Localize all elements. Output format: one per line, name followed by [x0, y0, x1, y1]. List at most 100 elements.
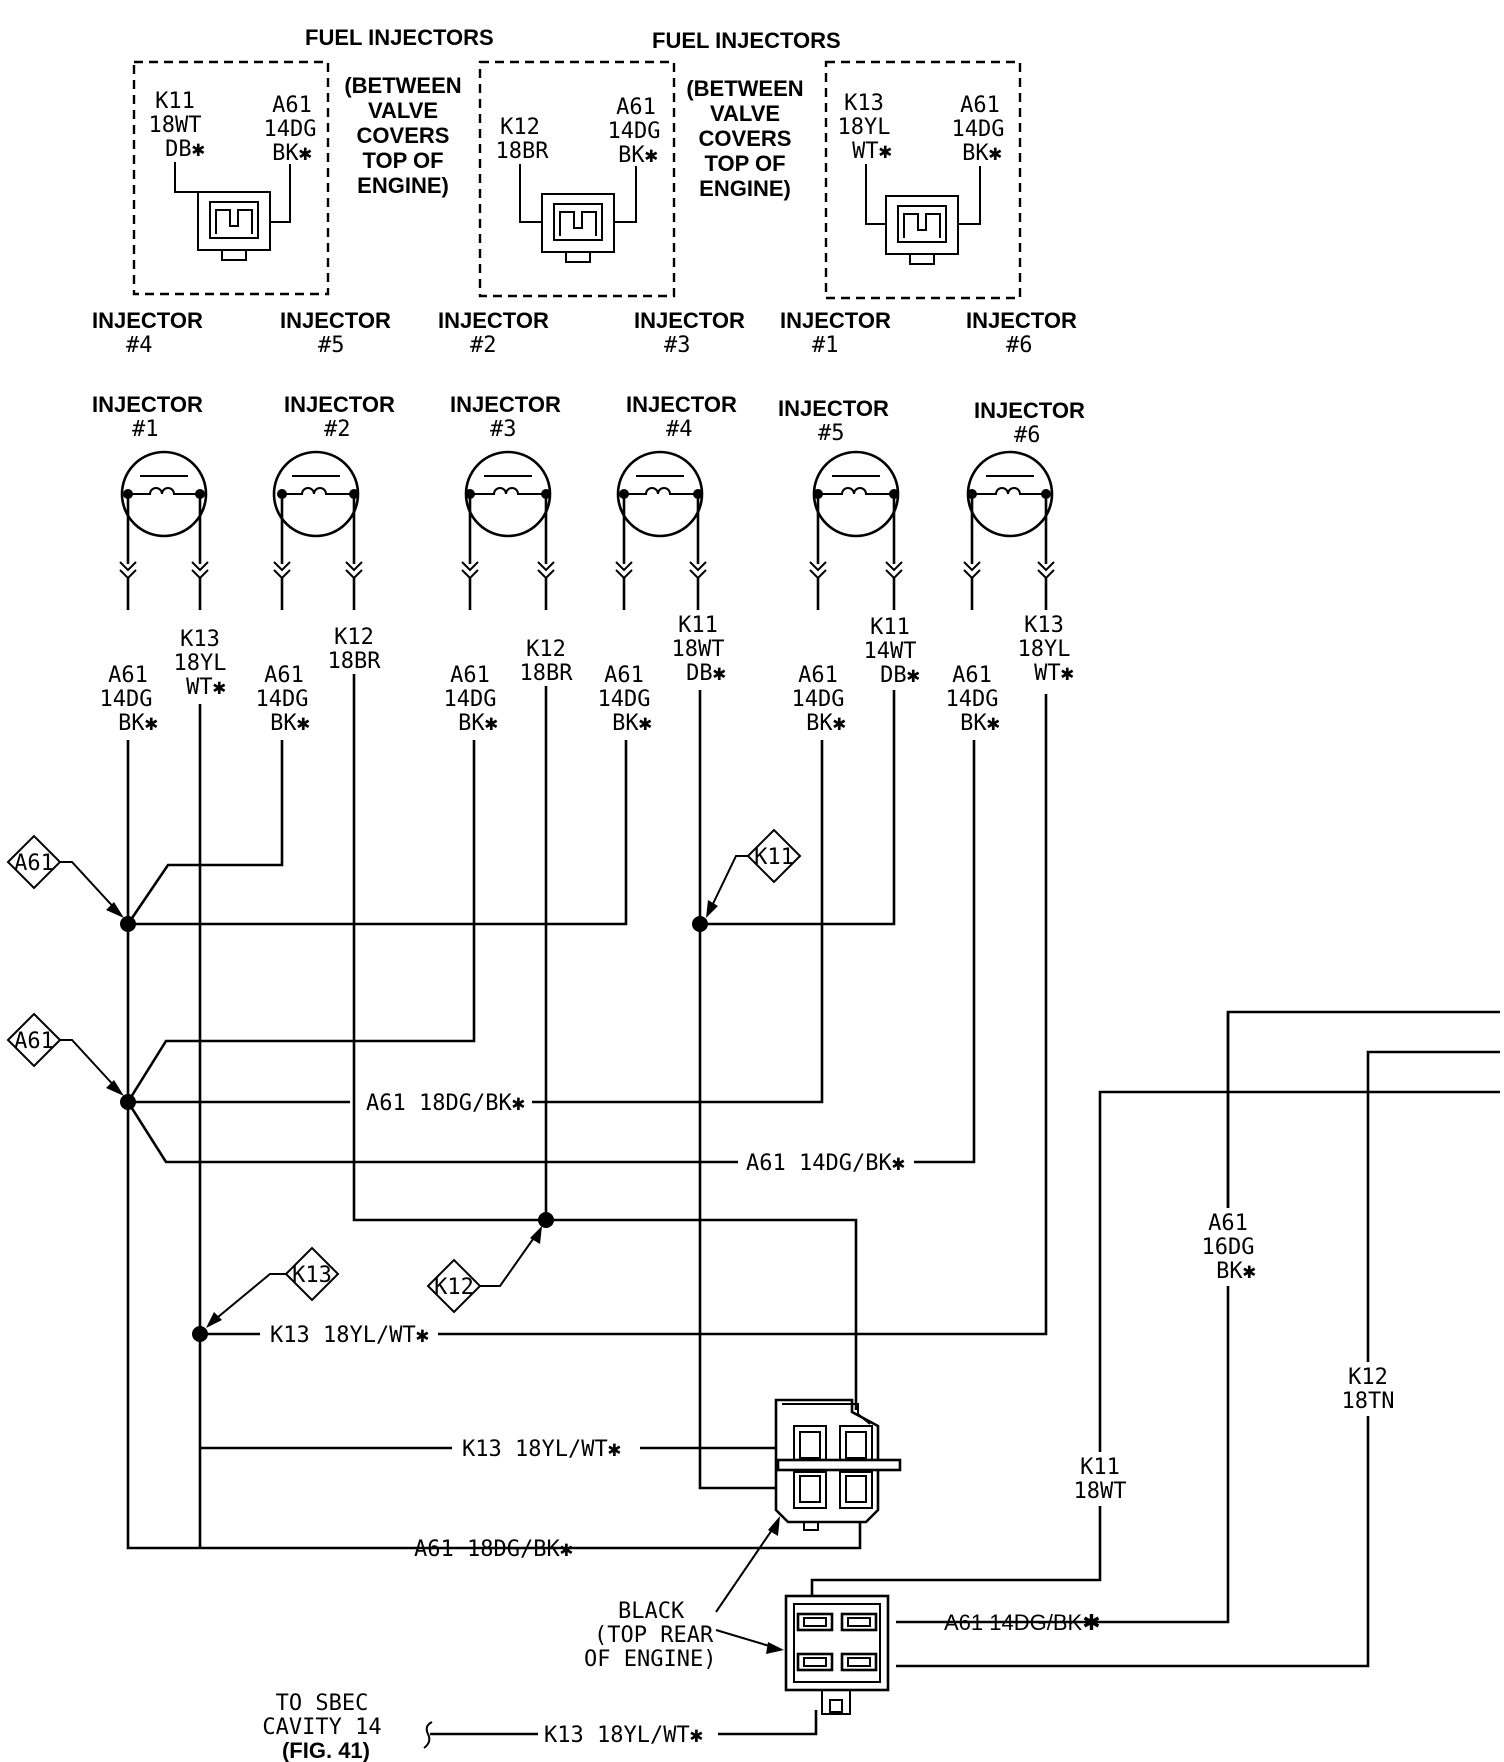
injector-2-label: INJECTOR: [284, 392, 395, 417]
a61-trunk: [126, 740, 862, 1550]
svg-text:18WT: 18WT: [672, 637, 725, 662]
svg-text:A61: A61: [616, 95, 656, 120]
svg-text:A61: A61: [952, 663, 992, 688]
svg-text:18BR: 18BR: [520, 661, 574, 686]
wire-label-a61-14dg-lower: A61 14DG/BK✱: [944, 1610, 1101, 1635]
wire-label-k13-conn: K13 18YL/WT✱: [462, 1437, 621, 1462]
svg-text:18TN: 18TN: [1342, 1389, 1395, 1414]
top-connector-3: K13 18YL WT✱ A61 14DG BK✱: [824, 60, 1022, 300]
svg-text:BK✱: BK✱: [458, 711, 498, 736]
svg-text:K13: K13: [1024, 613, 1064, 638]
svg-text:18WT: 18WT: [149, 113, 202, 138]
injector-wire-labels: A61 14DG BK✱ K13 18YL WT✱ A61 14DG BK✱ K…: [100, 613, 1074, 736]
splice-tag-a61-mid: A61: [6, 1012, 124, 1096]
svg-text:18YL: 18YL: [1018, 637, 1071, 662]
svg-text:COVERS: COVERS: [357, 123, 450, 148]
svg-text:A61: A61: [264, 663, 304, 688]
svg-text:K13: K13: [844, 91, 884, 116]
wiring: [126, 674, 1500, 1749]
svg-text:A61: A61: [14, 851, 54, 876]
svg-text:INJECTOR: INJECTOR: [438, 308, 549, 333]
injector-4-label: INJECTOR: [626, 392, 737, 417]
svg-text:K11: K11: [754, 845, 794, 870]
svg-text:TOP OF: TOP OF: [704, 151, 785, 176]
svg-text:14DG: 14DG: [946, 687, 999, 712]
top-connector-1: K11 18WT DB✱ A61 14DG BK✱: [132, 60, 330, 296]
svg-text:14DG: 14DG: [100, 687, 153, 712]
injector-6-label: INJECTOR: [974, 398, 1085, 423]
injector-6-number: #6: [1014, 423, 1041, 448]
svg-text:K13: K13: [292, 1263, 332, 1288]
svg-text:18YL: 18YL: [174, 651, 227, 676]
svg-text:K11: K11: [870, 615, 910, 640]
svg-text:INJECTOR: INJECTOR: [780, 308, 891, 333]
svg-text:18WT: 18WT: [1074, 1479, 1127, 1504]
svg-text:BK✱: BK✱: [806, 711, 846, 736]
svg-text:VALVE: VALVE: [710, 101, 780, 126]
injector-4: INJECTOR#4: [615, 392, 737, 610]
top-connector-1-right-wire-label: A61 14DG BK✱: [264, 93, 317, 166]
top-connector-2-right-wire-label: A61 14DG BK✱: [608, 95, 661, 168]
splice-tag-k11: K11: [706, 828, 802, 918]
svg-text:BK✱: BK✱: [1216, 1259, 1256, 1284]
svg-text:K12: K12: [434, 1275, 474, 1300]
svg-text:#3: #3: [664, 333, 691, 358]
injector-1: INJECTOR#1: [92, 392, 209, 610]
injector-3: INJECTOR#3: [450, 392, 561, 610]
svg-text:K11: K11: [1080, 1455, 1120, 1480]
svg-text:A61: A61: [272, 93, 312, 118]
svg-text:#1: #1: [812, 333, 839, 358]
svg-text:14DG: 14DG: [444, 687, 497, 712]
svg-text:BLACK: BLACK: [618, 1599, 685, 1624]
svg-text:WT✱: WT✱: [852, 139, 892, 164]
injector-2-number: #2: [324, 417, 351, 442]
injector-5: INJECTOR#5: [778, 396, 903, 610]
svg-text:ENGINE): ENGINE): [699, 176, 791, 201]
svg-text:18YL: 18YL: [838, 115, 891, 140]
top-connector-2-left-wire-label: K12 18BR: [496, 115, 550, 164]
injector-3-label: INJECTOR: [450, 392, 561, 417]
svg-text:BK✱: BK✱: [962, 141, 1002, 166]
right-wire-label-k12: K12 18TN: [1336, 1362, 1402, 1416]
svg-text:INJECTOR: INJECTOR: [966, 308, 1077, 333]
svg-text:(BETWEEN: (BETWEEN: [344, 73, 461, 98]
svg-text:#5: #5: [318, 333, 345, 358]
svg-text:DB✱: DB✱: [880, 663, 920, 688]
wire-label-k13-sbec: K13 18YL/WT✱: [544, 1723, 703, 1748]
injector-5-label: INJECTOR: [778, 396, 889, 421]
svg-text:K11: K11: [678, 613, 718, 638]
location-note-right: (BETWEEN VALVE COVERS TOP OF ENGINE): [686, 76, 803, 201]
right-wire-label-a61: A61 16DG BK✱: [1192, 1208, 1268, 1286]
injector-5-number: #5: [818, 421, 845, 446]
svg-text:WT✱: WT✱: [186, 675, 226, 700]
svg-text:A61: A61: [14, 1029, 54, 1054]
svg-text:CAVITY 14: CAVITY 14: [262, 1715, 381, 1740]
svg-text:BK✱: BK✱: [270, 711, 310, 736]
svg-text:INJECTOR: INJECTOR: [280, 308, 391, 333]
svg-text:INJECTOR: INJECTOR: [92, 308, 203, 333]
svg-text:14DG: 14DG: [264, 117, 317, 142]
svg-text:DB✱: DB✱: [165, 137, 205, 162]
svg-text:A61: A61: [604, 663, 644, 688]
wire-label-a61-18dg-bottom: A61 18DG/BK✱: [414, 1537, 573, 1562]
svg-text:#2: #2: [470, 333, 497, 358]
injector-2: INJECTOR#2: [272, 392, 395, 610]
svg-text:#4: #4: [126, 333, 153, 358]
black-connector-note: BLACK (TOP REAR OF ENGINE): [584, 1516, 784, 1672]
svg-text:(BETWEEN: (BETWEEN: [686, 76, 803, 101]
svg-text:OF ENGINE): OF ENGINE): [584, 1647, 716, 1672]
header-fuel-injectors-left: FUEL INJECTORS: [305, 25, 494, 50]
sbec-note: TO SBEC CAVITY 14 (FIG. 41): [262, 1691, 381, 1762]
svg-text:A61: A61: [1208, 1211, 1248, 1236]
injector-1-label: INJECTOR: [92, 392, 203, 417]
svg-text:BK✱: BK✱: [118, 711, 158, 736]
svg-text:18BR: 18BR: [328, 649, 382, 674]
svg-text:A61: A61: [960, 93, 1000, 118]
splice-tag-k12: K12: [426, 1226, 542, 1314]
injector-1-body: [120, 450, 208, 538]
top-connector-3-injector-labels: INJECTOR #1 INJECTOR #6: [780, 308, 1077, 358]
svg-text:(FIG. 41): (FIG. 41): [282, 1738, 370, 1762]
top-connector-3-right-wire-label: A61 14DG BK✱: [952, 93, 1005, 166]
top-connector-1-injector-labels: INJECTOR #4 INJECTOR #5: [92, 308, 391, 358]
injector-harness-connector: [774, 1398, 902, 1531]
